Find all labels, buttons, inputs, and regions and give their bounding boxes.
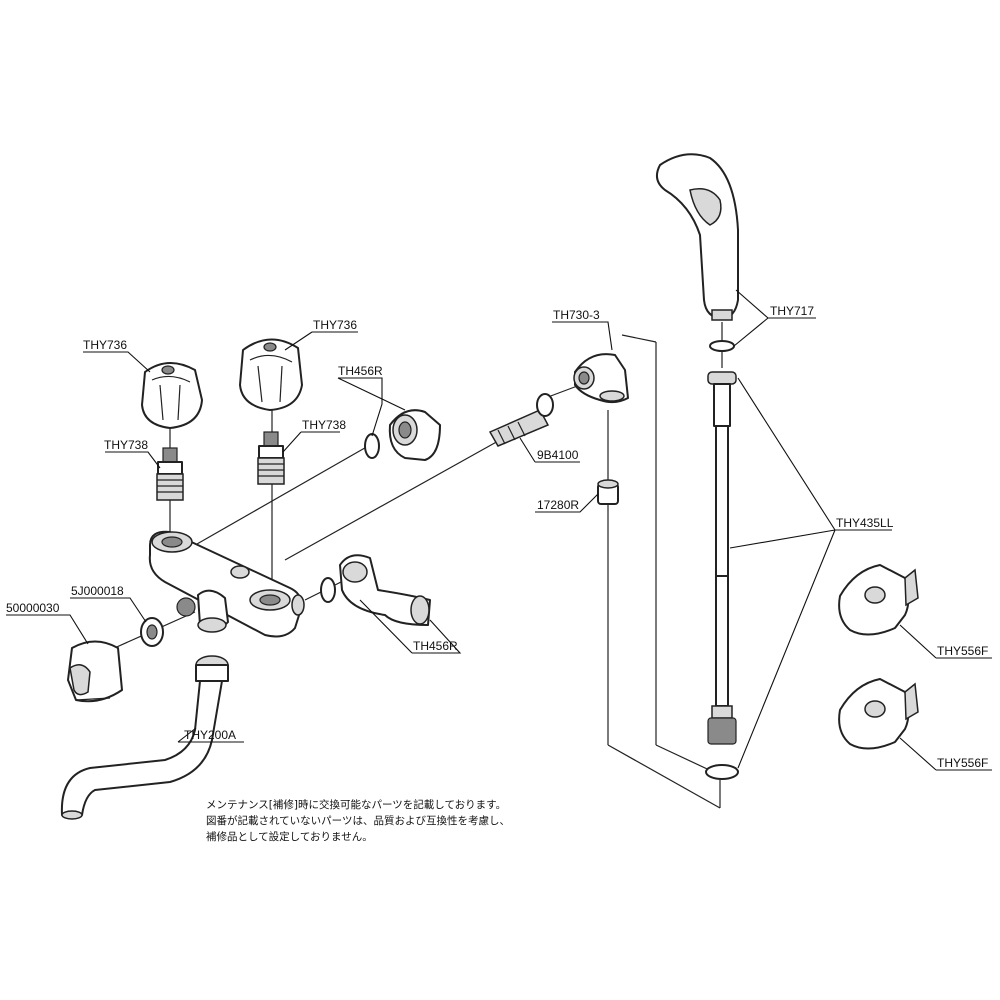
label-th456r-bottom: TH456R <box>413 639 458 653</box>
union-th456r-bottom <box>320 554 431 626</box>
handle-left <box>141 362 203 429</box>
shower-head <box>655 153 739 352</box>
cartridge-left <box>156 447 184 501</box>
note-line-3: 補修品として設定しておりません。 <box>206 830 373 843</box>
label-th730-3: TH730-3 <box>553 308 600 322</box>
note-line-1: メンテナンス[補修]時に交換可能なパーツを記載しております。 <box>206 798 506 811</box>
holder-bottom <box>838 678 919 750</box>
leader-lines <box>6 289 992 771</box>
shower-hose <box>705 371 739 780</box>
handle-right <box>239 338 303 411</box>
label-50000030: 50000030 <box>6 601 60 615</box>
label-thy738-right: THY738 <box>302 418 346 432</box>
spindle-9b4100 <box>488 393 554 447</box>
part-labels: THY736 THY736 THY738 THY738 TH456R TH456… <box>6 304 988 770</box>
label-9b4100: 9B4100 <box>537 448 579 462</box>
note-line-2: 図番が記載されていないパーツは、品質および互換性を考慮し、 <box>206 814 510 827</box>
label-thy556f-top: THY556F <box>937 644 988 658</box>
faucet-body <box>148 530 305 638</box>
label-thy736-left: THY736 <box>83 338 127 352</box>
label-thy556f-bottom: THY556F <box>937 756 988 770</box>
elbow-th730-3 <box>573 353 629 404</box>
washer-5j000018 <box>140 617 164 647</box>
label-th456r-top: TH456R <box>338 364 383 378</box>
label-thy717: THY717 <box>770 304 814 318</box>
label-17280r: 17280R <box>537 498 579 512</box>
cap-50000030 <box>67 640 123 703</box>
holder-top <box>838 564 919 636</box>
label-5j000018: 5J000018 <box>71 584 124 598</box>
maintenance-note: メンテナンス[補修]時に交換可能なパーツを記載しております。 図番が記載されてい… <box>206 798 510 843</box>
union-th456r-top <box>364 409 441 461</box>
ring-17280r <box>597 479 619 505</box>
cartridge-right <box>257 431 285 485</box>
label-thy435ll: THY435LL <box>836 516 894 530</box>
label-thy736-right: THY736 <box>313 318 357 332</box>
label-thy200a: THY200A <box>184 728 236 742</box>
spout-thy200a <box>60 655 229 820</box>
label-thy738-left: THY738 <box>104 438 148 452</box>
